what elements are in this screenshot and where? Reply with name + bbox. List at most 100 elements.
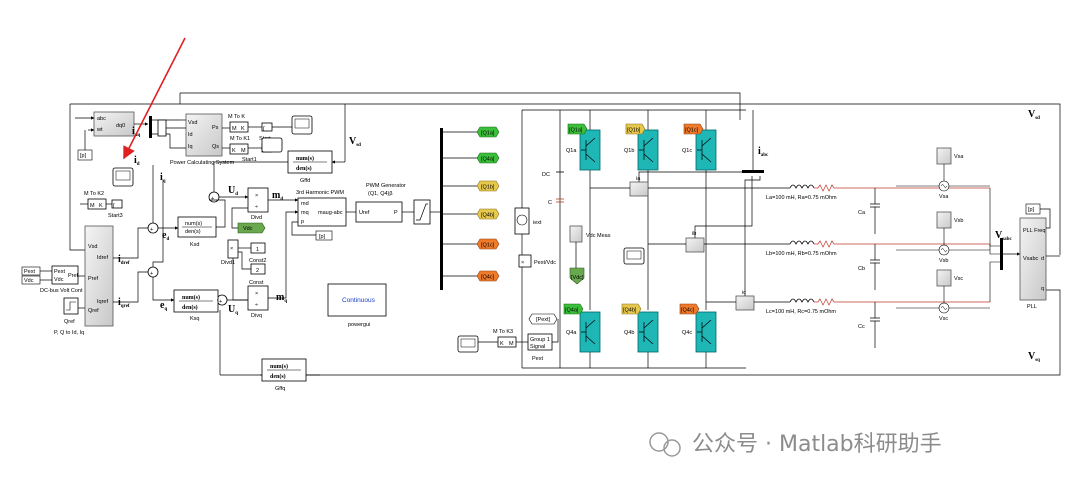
mtok2-b: K [99,203,103,209]
q-gate-tags: [Q1a][Q1b][Q1c][Q4a][Q4b][Q4c] [563,123,704,315]
pcs-out1: Ps [212,125,219,131]
divq-block[interactable]: × ÷ Divq [247,285,269,319]
pq-to-idiq-block[interactable]: Vsd Pref Qref Idref Iqref P, Q to Id, Iq [54,225,114,336]
q-gate-top-2[interactable] [683,123,704,135]
igbt-bot-2[interactable] [695,311,717,353]
dq0-in1-label: abc [97,116,106,122]
igbt-top-0[interactable] [579,129,601,171]
scope-id[interactable] [112,167,134,187]
gffq-transfer-fcn[interactable]: num(s) den(s) Gffq [261,358,307,392]
inductor-1 [789,240,815,245]
pwmgen-subtitle: (Q1, Q4)β [368,191,393,197]
ia-measurement[interactable]: ia [629,176,649,197]
id-label: id [134,155,140,167]
power-calculating-system[interactable]: Vsd Id Iq Ps Qs Power Calculating System [170,113,235,166]
pext-vdc-block[interactable]: × Pext/Vdc [518,254,556,268]
rl-label-1: Lb=100 mH, Rb=0.75 mOhm [766,251,837,257]
pext-goto-tag[interactable] [528,313,558,325]
iext-current-source[interactable]: iext [514,207,542,235]
powergui-mode: Continuous [342,297,376,304]
gffq-den: den(s) [270,373,286,380]
pq-in3: Qref [88,308,99,314]
mtok2-title: M To K2 [84,191,104,197]
gffd-transfer-fcn[interactable]: num(s) den(s) Gffd [287,150,333,184]
iabc-mux [742,170,764,173]
q-gate-bot-label-1: [Q4b] [623,308,637,314]
dc-bus-volt-cont[interactable]: Pext Vdc Pref DC-bus Volt Cont [40,265,83,294]
pll-block[interactable]: PLL Freq Vsabc d q PLL [1019,217,1047,310]
q-goto-label-2: [Q1b] [481,185,495,191]
vdc-goto-tag[interactable] [569,267,585,285]
saturation-block[interactable] [413,199,431,225]
pwm-generator-block[interactable]: PWM Generator (Q1, Q4)β Uref P [355,183,406,223]
p-from-tag-2[interactable] [315,230,333,241]
gffd-num: num(s) [296,155,314,162]
third-harmonic-pwm-block[interactable]: 3rd Harmonic PWM md mq p maug-abc [296,190,347,227]
inductor-0 [789,184,815,189]
mtok1-a: M [232,126,237,132]
voltage-meas-1[interactable] [936,211,952,229]
idref-label: idref [118,254,130,266]
p-goto-label-pll: [p] [1028,207,1035,213]
selector-block[interactable] [157,119,167,137]
scope-p[interactable] [291,115,313,135]
igbt-bot-0[interactable] [579,311,601,353]
q-gate-top-0[interactable] [567,123,588,135]
scope-vdc[interactable] [623,247,645,265]
igbt-label-top-2: Q1c [682,148,692,154]
m-to-k1-block[interactable]: M To K M K M To K1 [228,114,250,142]
dq0-in2-label: wt [96,127,103,133]
md-label: md [272,190,283,202]
m-to-k3-block[interactable]: M To K3 K M [493,329,517,348]
vsq-label: Vsq [1028,351,1040,363]
m-to-k-block-2[interactable] [229,143,249,155]
ic-label: ic [742,290,746,296]
divd-block[interactable]: × ÷ Divd [247,187,269,221]
ed-label: ed [162,230,169,242]
watermark-text: 公众号 · Matlab科研助手 [692,432,942,457]
dq0-transform-block[interactable]: abc wt dq0 [93,111,135,137]
voltage-meas-2[interactable] [936,269,952,287]
gffq-num: num(s) [270,363,288,370]
divd-div: ÷ [255,204,258,210]
pq-in2: Pref [88,276,99,282]
ib-measurement[interactable]: ib [685,231,705,253]
scope-q[interactable] [261,137,283,153]
voltage-meas-0[interactable] [936,147,952,165]
vdc-meas-block[interactable] [569,225,583,243]
pext-label: Pext [532,356,543,362]
igbt-top-2[interactable] [695,129,717,171]
mtok3-a: K [500,341,504,347]
pcs-in2: Id [188,132,193,138]
pcs-name: Power Calculating System [170,160,235,166]
ksq-transfer-fcn[interactable]: num(s) den(s) Ksq [173,289,219,322]
igbt-label-top-0: Q1a [566,148,577,154]
igbt-top-1[interactable] [637,129,659,171]
ib-label: ib [692,231,696,237]
powergui-label: powergui [348,322,370,328]
igbt-label-bot-1: Q4b [624,330,634,336]
q-goto-tag-4[interactable] [476,238,500,250]
qref-step-block[interactable]: Qref [63,297,79,325]
const2-value: 1 [256,247,259,253]
q-goto-tag-1[interactable] [476,152,500,164]
powergui-block[interactable]: Continuous powergui [327,283,387,328]
q-goto-tag-5[interactable] [476,270,500,282]
q-goto-label-5: [Q4c] [481,275,495,281]
signal-builder-block[interactable]: Group 1 Signal Pext [527,333,553,362]
q-gate-bot-2[interactable] [679,303,700,315]
q-gate-top-1[interactable] [625,123,646,135]
igbt-label-bot-0: Q4a [566,330,577,336]
iqref-label: iqref [118,297,130,309]
q-goto-tag-3[interactable] [476,208,500,220]
q-gate-top-label-1: [Q1b] [627,128,641,134]
scope-pext[interactable] [457,335,479,353]
igbt-bot-1[interactable] [637,311,659,353]
q-gate-bot-0[interactable] [563,303,584,315]
cap-label-2: Cc [858,324,865,330]
q-goto-tag-0[interactable] [476,126,500,138]
q-goto-tag-2[interactable] [476,180,500,192]
q-gate-bot-1[interactable] [621,303,642,315]
vdc-from-tag[interactable] [237,222,266,234]
ksd-transfer-fcn[interactable]: num(s) den(s) Ksd [177,216,217,248]
